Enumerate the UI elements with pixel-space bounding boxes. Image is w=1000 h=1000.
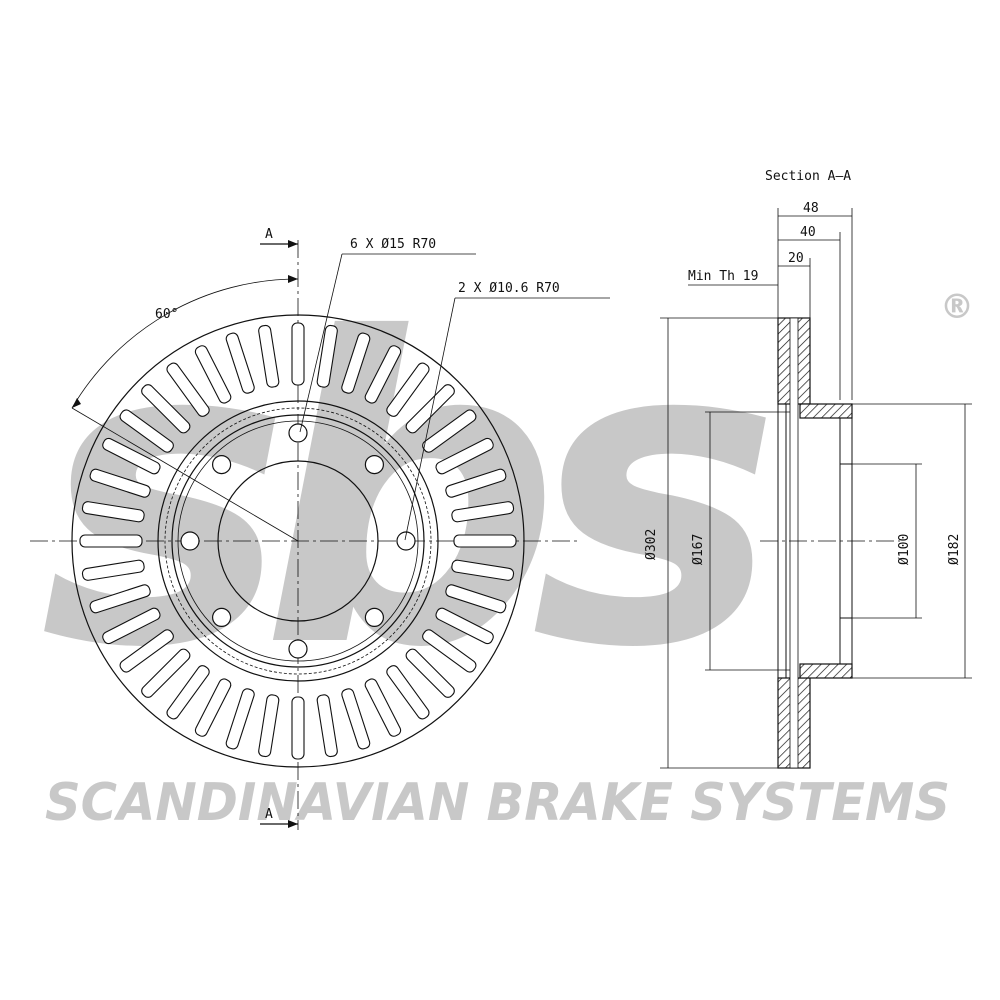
bolt-hole [212, 607, 232, 628]
cooling-vane [435, 437, 494, 475]
section-view: Section A–A 48 40 20 Min Th 19 Ø302 Ø167 [644, 169, 972, 769]
cooling-vane [194, 345, 232, 404]
arrow-head-icon [288, 240, 298, 248]
hat-step-ring [177, 420, 419, 662]
dim-hat-diameter: Ø182 [947, 534, 962, 565]
section-title: Section A–A [765, 169, 851, 184]
cooling-vane [364, 678, 402, 737]
cooling-vane [435, 607, 494, 645]
cooling-vane [225, 688, 255, 750]
cooling-vane [451, 501, 515, 523]
angle-leader-line [71, 407, 299, 542]
cooling-vane [386, 362, 430, 417]
inner-ring-detail [164, 407, 432, 675]
bolt-hole [396, 531, 416, 551]
cooling-vane [451, 559, 515, 581]
bolt-hole [288, 639, 308, 659]
pin-holes-label: 2 X Ø10.6 R70 [458, 281, 560, 296]
bolt-hole [288, 423, 308, 443]
friction-inner-ring [157, 400, 439, 682]
dim-center-bore: Ø100 [897, 534, 912, 565]
cooling-vane [166, 362, 210, 417]
dim-pad-width: 20 [788, 251, 804, 266]
registered-mark: ® [940, 287, 974, 327]
arrow-head-icon [288, 275, 298, 283]
cooling-vane [225, 332, 255, 394]
angle-label: 60° [155, 307, 178, 322]
min-thickness-label: Min Th 19 [688, 269, 758, 284]
cooling-vane [79, 534, 143, 548]
cooling-vane [81, 559, 145, 581]
cooling-vane [291, 322, 305, 386]
bolt-hole [364, 607, 384, 628]
cooling-vane [364, 345, 402, 404]
cooling-vane [194, 678, 232, 737]
dim-total-width: 48 [803, 201, 819, 216]
section-marker-bottom: A [265, 807, 273, 822]
cooling-vane [405, 384, 455, 434]
cooling-vane [258, 694, 280, 758]
bolt-hole [180, 531, 200, 551]
cooling-vane [291, 696, 305, 760]
arrow-head-icon [288, 820, 298, 828]
cooling-vane [341, 332, 371, 394]
dim-disc-width: 40 [800, 225, 816, 240]
angle-arc [71, 278, 299, 409]
front-view: A A 60° 6 X Ø15 R70 2 X Ø10.6 R70 [30, 227, 610, 830]
cooling-vane [316, 324, 338, 388]
bolt-hole-leader [299, 253, 343, 433]
dim-inner-diameter: Ø167 [691, 534, 706, 565]
cooling-vane [422, 629, 477, 673]
vent-channel [789, 317, 799, 769]
cooling-vane [422, 409, 477, 453]
cooling-vane [81, 501, 145, 523]
cooling-vane [102, 437, 161, 475]
bolt-hole [212, 455, 232, 475]
hat-bottom-section [799, 663, 853, 679]
hat-outer-ring [171, 414, 425, 668]
bolt-holes-label: 6 X Ø15 R70 [350, 237, 436, 252]
cooling-vanes [79, 322, 517, 760]
cooling-vane [341, 688, 371, 750]
cooling-vane [102, 607, 161, 645]
bolt-hole [364, 455, 384, 475]
cooling-vane [119, 629, 174, 673]
cooling-vane [258, 324, 280, 388]
cooling-vane [166, 665, 210, 720]
center-bore [217, 460, 379, 622]
bolt-holes [180, 423, 416, 659]
cooling-vane [316, 694, 338, 758]
cooling-vane [119, 409, 174, 453]
pin-hole-leader [404, 297, 456, 541]
cooling-vane [89, 584, 151, 614]
dim-outer-diameter: Ø302 [644, 529, 659, 560]
cooling-vane [89, 468, 151, 498]
cooling-vane [453, 534, 517, 548]
company-name-watermark: SCANDINAVIAN BRAKE SYSTEMS [45, 773, 950, 833]
hat-top-section [799, 403, 853, 419]
cooling-vane [141, 648, 191, 698]
arrow-head-icon [72, 398, 81, 408]
cooling-vane [445, 468, 507, 498]
disc-outer-edge [71, 314, 525, 768]
section-marker-top: A [265, 227, 273, 242]
cooling-vane [141, 384, 191, 434]
cooling-vane [445, 584, 507, 614]
cooling-vane [405, 648, 455, 698]
cooling-vane [386, 665, 430, 720]
